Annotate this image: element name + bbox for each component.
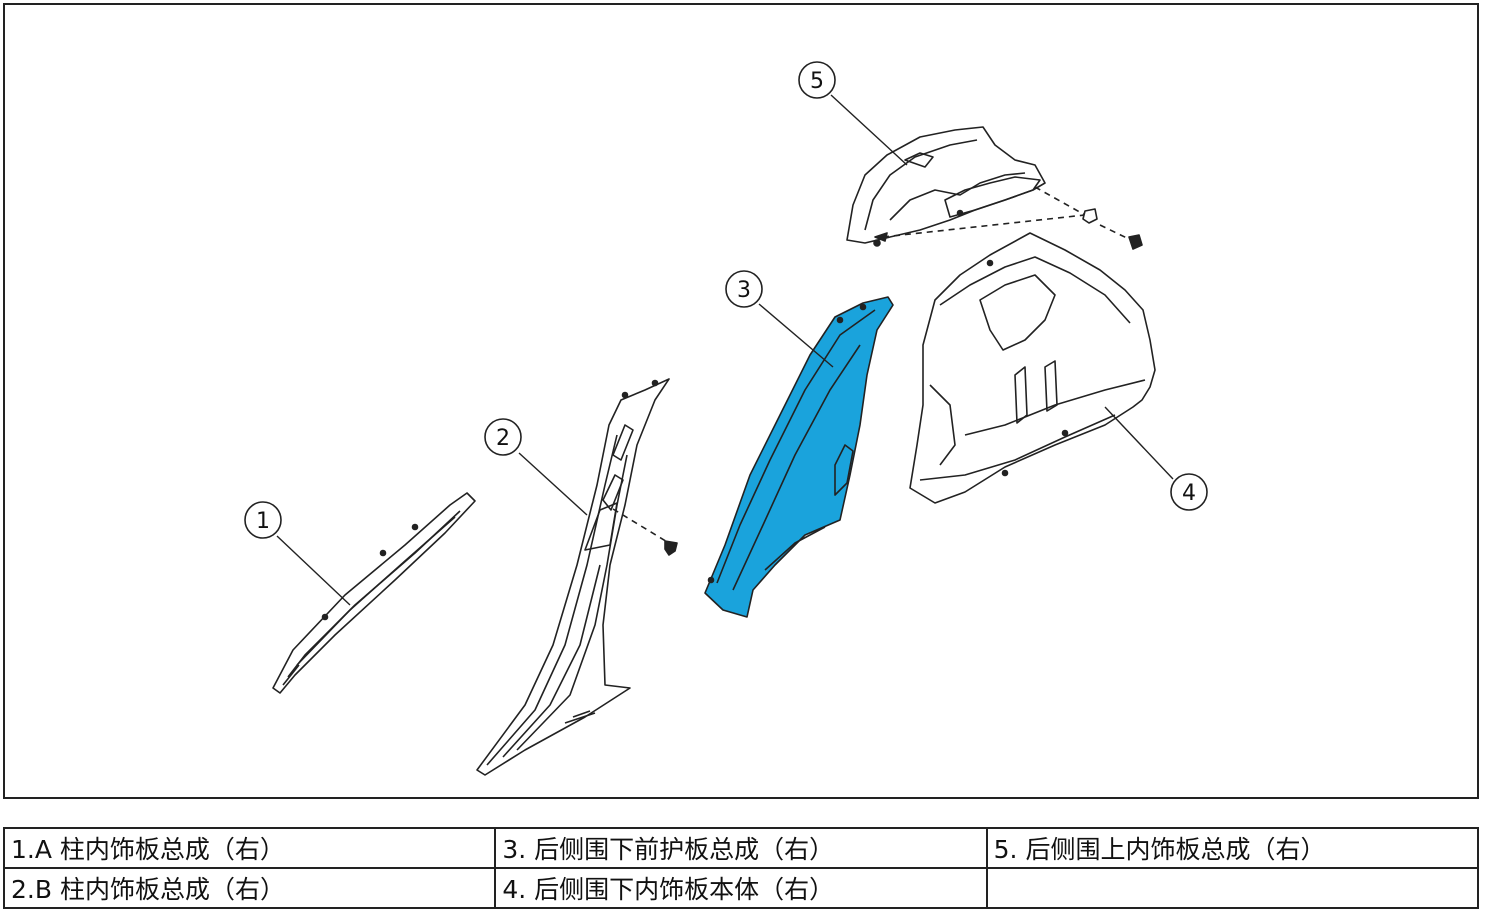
callout-3: 3 [725,270,763,308]
legend-cell [985,867,1480,909]
callout-3-label: 3 [737,278,751,303]
part-lower-inner-trim-body [909,232,1156,504]
screw-fastener [612,508,678,556]
part-b-pillar-trim [476,378,670,776]
legend-cell: 4. 后侧围下内饰板本体（右） [494,867,988,909]
legend-row: 2.B 柱内饰板总成（右） 4. 后侧围下内饰板本体（右） [2,867,1480,909]
legend-cell: 1.A 柱内饰板总成（右） [2,827,497,869]
legend-cell: 2.B 柱内饰板总成（右） [2,867,497,909]
parts-legend-table: 1.A 柱内饰板总成（右） 3. 后侧围下前护板总成（右） 5. 后侧围上内饰板… [2,827,1480,909]
part-lower-front-guard [704,296,894,618]
legend-cell: 5. 后侧围上内饰板总成（右） [985,827,1480,869]
diagram-frame: 1 2 3 4 5 [3,3,1479,799]
part-upper-inner-trim [846,126,1046,247]
callout-5: 5 [798,61,836,99]
callout-1: 1 [244,501,282,539]
callout-4-label: 4 [1182,481,1196,506]
callout-4: 4 [1170,473,1208,511]
upper-fasteners [874,186,1143,250]
part-a-pillar-trim [272,492,476,694]
legend-cell: 3. 后侧围下前护板总成（右） [494,827,988,869]
callout-5-label: 5 [810,69,824,94]
callout-2-label: 2 [496,426,510,451]
leader-lines [276,94,1174,606]
callout-1-label: 1 [256,509,270,534]
exploded-parts-diagram: 1 2 3 4 5 [244,61,1208,776]
legend-row: 1.A 柱内饰板总成（右） 3. 后侧围下前护板总成（右） 5. 后侧围上内饰板… [2,827,1480,869]
callout-2: 2 [484,418,522,456]
